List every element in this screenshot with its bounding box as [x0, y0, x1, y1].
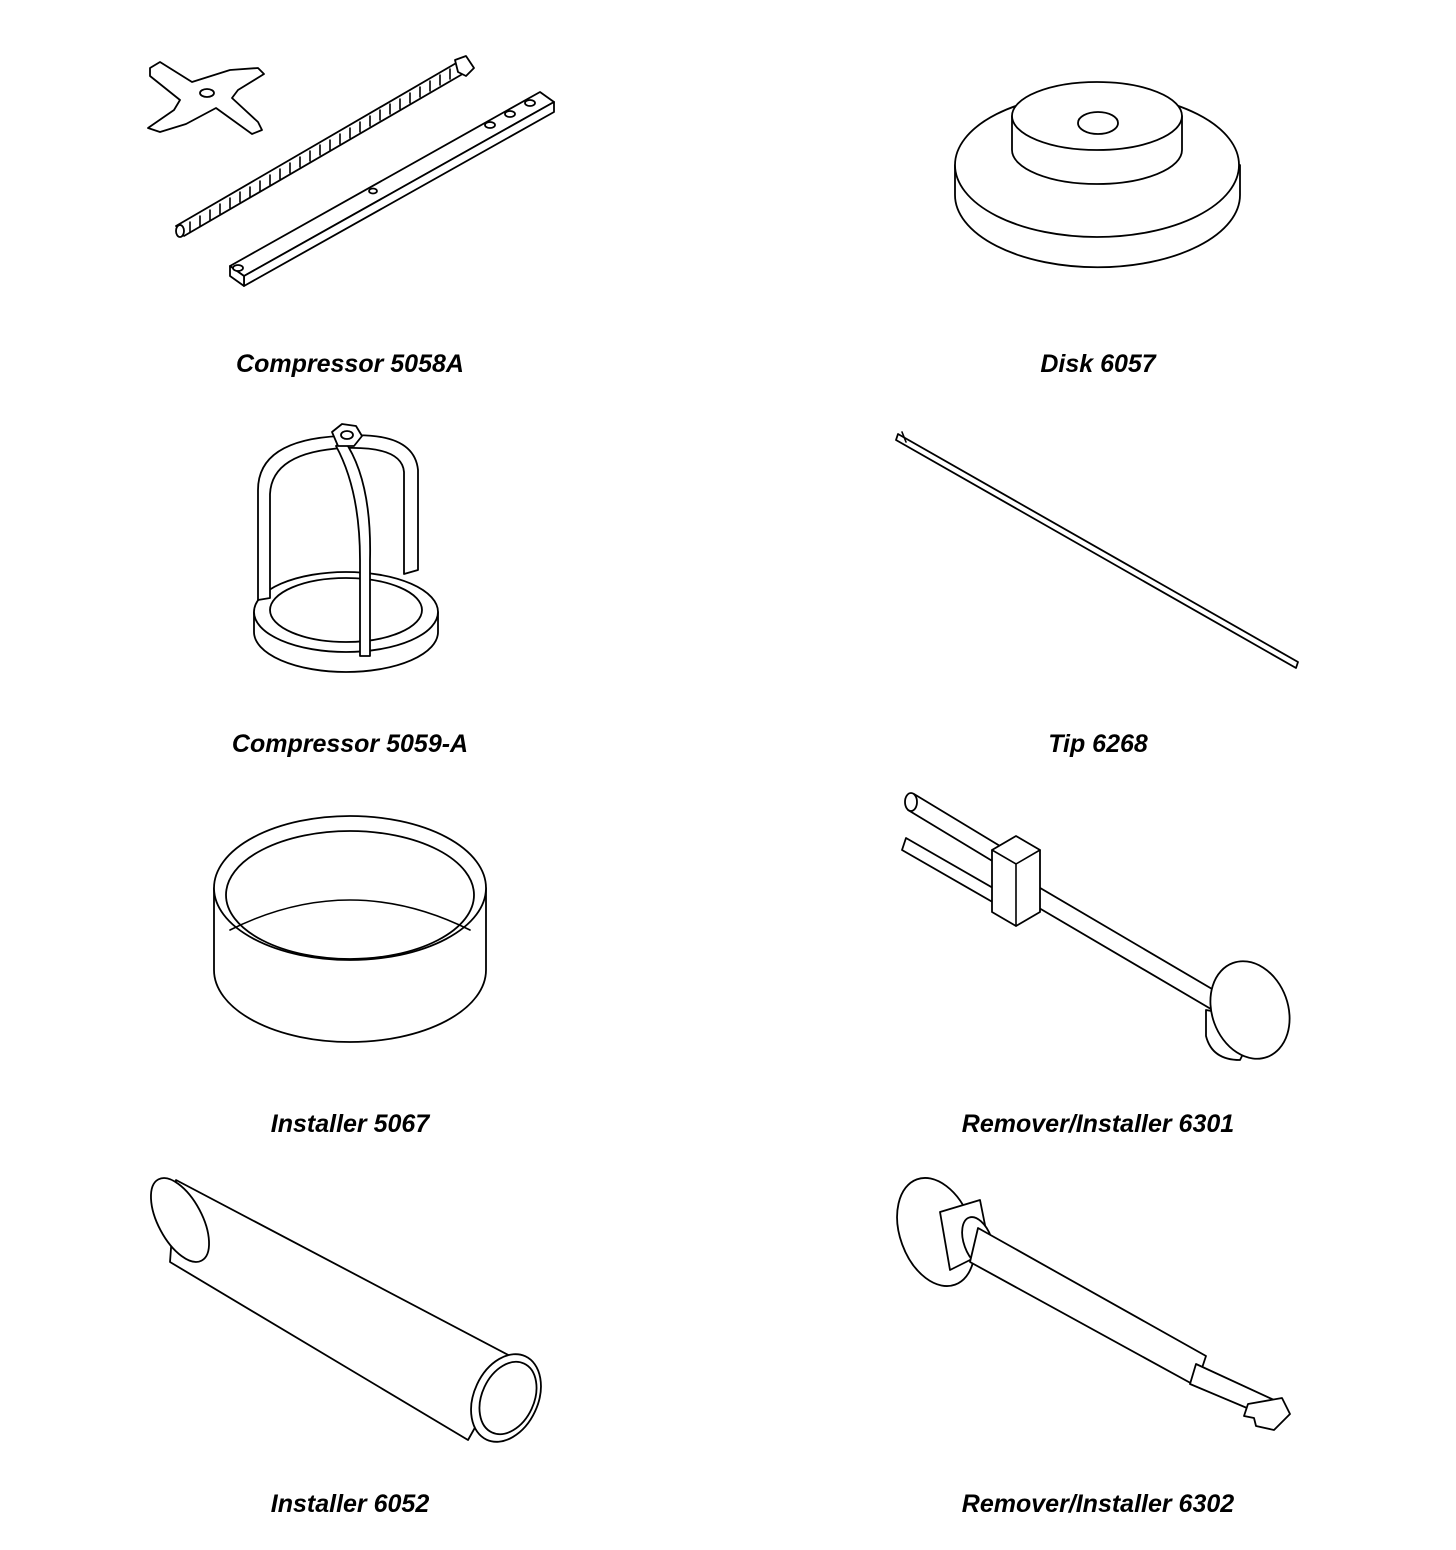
- caption-disk-6057: Disk 6057: [1040, 350, 1156, 378]
- caption-installer-5067: Installer 5067: [270, 1110, 430, 1138]
- threaded-rod: [176, 56, 474, 237]
- flat-bar: [230, 92, 554, 286]
- cross-plate: [148, 62, 264, 134]
- caption-remover-installer-6302: Remover/Installer 6302: [961, 1490, 1235, 1518]
- caption-compressor-5058a: Compressor 5058A: [236, 350, 464, 378]
- caption-compressor-5059-a: Compressor 5059-A: [231, 730, 469, 758]
- caption-installer-6052: Installer 6052: [270, 1490, 430, 1518]
- caption-remover-installer-6301: Remover/Installer 6301: [961, 1110, 1235, 1138]
- caption-tip-6268: Tip 6268: [1048, 730, 1148, 758]
